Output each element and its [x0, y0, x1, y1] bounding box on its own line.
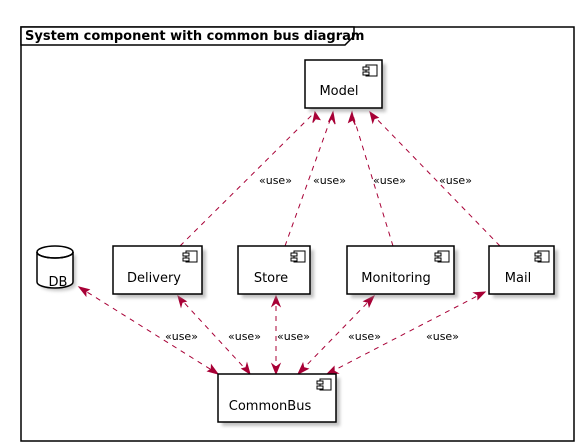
arrowhead-bus-db [206, 363, 220, 375]
frame-title: System component with common bus diagram [25, 29, 364, 44]
edge-mail-model [369, 111, 501, 247]
arrowhead-bus-mail [325, 365, 340, 375]
arrowhead-store [270, 294, 282, 308]
component-delivery: Delivery [112, 245, 206, 298]
edge-delivery-bus [177, 295, 251, 375]
edge-monitoring-bus [297, 295, 375, 375]
component-commonbus-label: CommonBus [229, 399, 312, 414]
edge-label-monitoring-bus: «use» [348, 330, 381, 343]
component-mail: Mail [488, 245, 558, 298]
arrowhead-bus-delivery [240, 361, 251, 376]
edge-delivery-model [179, 111, 316, 247]
database-db: DB [36, 245, 76, 291]
edges [78, 111, 501, 375]
component-icon [290, 250, 306, 263]
component-icon [434, 250, 450, 263]
database-db-label: DB [49, 275, 68, 290]
component-monitoring-label: Monitoring [361, 271, 431, 286]
diagram-frame: System component with common bus diagram [20, 26, 575, 442]
edge-label-mail-bus: «use» [426, 330, 459, 343]
component-commonbus: CommonBus [217, 373, 340, 426]
component-store: Store [237, 245, 314, 298]
component-icon [534, 250, 550, 263]
component-mail-label: Mail [505, 271, 531, 286]
arrowhead-db [77, 286, 91, 298]
component-model: Model [304, 59, 386, 112]
frame-title-tab [20, 26, 355, 46]
edge-store-model [284, 111, 334, 247]
arrowhead-model-monitoring [347, 110, 356, 126]
component-store-label: Store [254, 271, 288, 286]
edge-label-delivery-bus: «use» [228, 330, 261, 343]
arrowheads [77, 110, 487, 376]
component-icon [316, 378, 332, 391]
component-icon [362, 64, 378, 77]
edge-label-store-model: «use» [313, 174, 346, 187]
component-delivery-label: Delivery [127, 271, 181, 286]
edge-label-mail-model: «use» [439, 174, 472, 187]
component-monitoring: Monitoring [346, 245, 458, 298]
component-model-label: Model [319, 84, 358, 99]
arrowhead-model-store [328, 110, 336, 125]
edge-db-bus [78, 286, 219, 375]
database-icon [36, 252, 74, 289]
edge-monitoring-model [351, 111, 394, 247]
component-delivery-box [112, 245, 203, 295]
arrowhead-mail [472, 291, 487, 301]
edge-label-store-bus: «use» [277, 330, 310, 343]
arrowhead-bus-monitoring [296, 361, 310, 376]
edge-label-delivery-model: «use» [259, 174, 292, 187]
arrowhead-monitoring [362, 294, 376, 309]
arrowhead-model-mail [369, 110, 380, 125]
component-commonbus-box [217, 373, 337, 423]
edge-label-monitoring-model: «use» [373, 174, 406, 187]
component-icon [182, 250, 198, 263]
edge-label-db-bus: «use» [165, 330, 198, 343]
arrowhead-model-delivery [312, 110, 321, 123]
edge-labels: «use» «use» «use» «use» «use» «use» «use… [165, 174, 472, 343]
arrowhead-delivery [177, 294, 188, 309]
arrowhead-bus-store [270, 362, 282, 376]
